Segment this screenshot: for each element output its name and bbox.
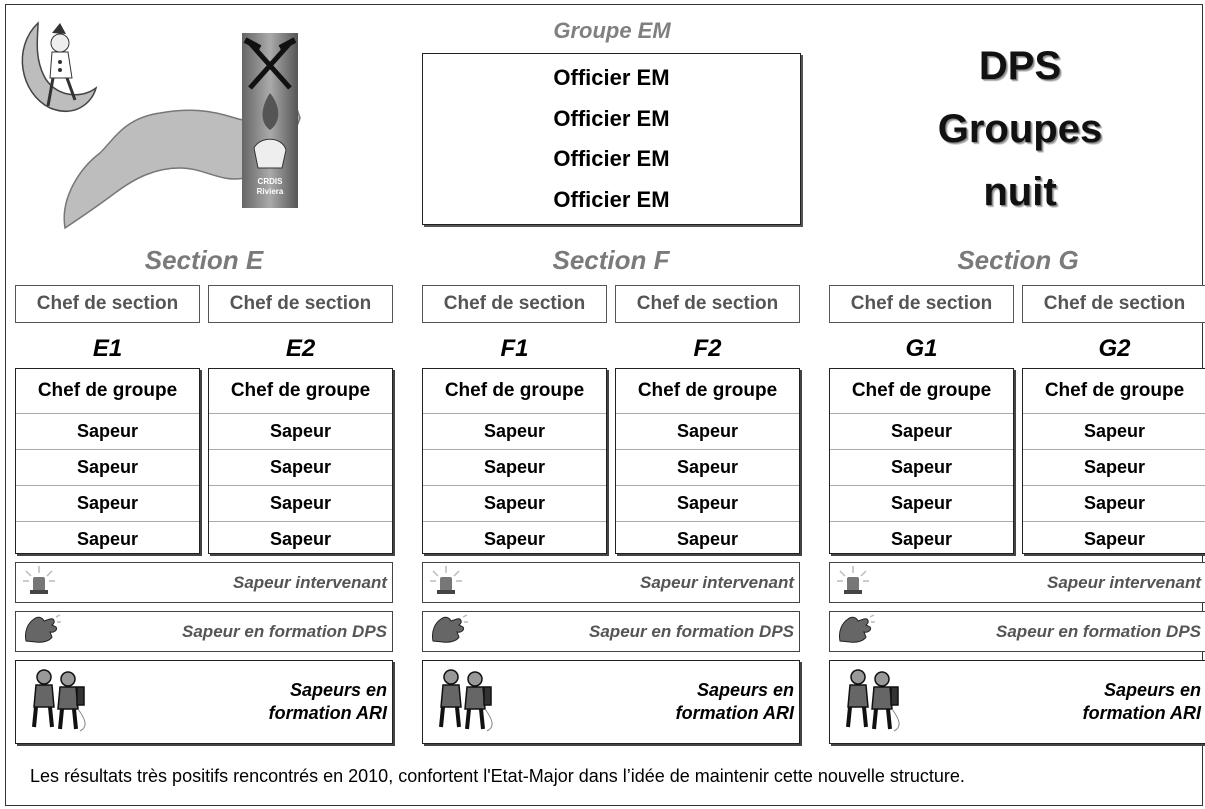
title-line-1: DPS — [978, 44, 1062, 88]
groupe-em-title: Groupe EM — [553, 18, 671, 43]
legend-text: Sapeur intervenant — [640, 572, 794, 592]
sapeur-row: Sapeur — [676, 529, 739, 549]
sapeur-row: Sapeur — [830, 414, 1013, 450]
legend-glove: Sapeur en formation DPS — [422, 611, 800, 652]
sapeur-row: Sapeur — [16, 414, 199, 450]
chef-de-groupe: Chef de groupe — [16, 369, 199, 414]
chef-de-section: Chef de section — [208, 285, 393, 323]
officier-em: Officier EM — [553, 186, 670, 212]
chef-de-section: Chef de section — [829, 285, 1014, 323]
groupe-em-box: Officier EM Officier EM Officier EM Offi… — [422, 53, 801, 225]
sapeur-row: Sapeur — [1083, 529, 1146, 549]
group-label: E1 — [92, 335, 123, 362]
chef-de-groupe: Chef de groupe — [209, 369, 392, 414]
sapeur-row: Sapeur — [830, 486, 1013, 522]
legend-siren-light: Sapeur intervenant — [15, 562, 393, 603]
fire-emblem-icon: CRDIS Riviera — [242, 33, 298, 208]
sapeur-row: Sapeur — [423, 414, 606, 450]
sapeur-row: Sapeur — [16, 486, 199, 522]
sapeur-row: Sapeur — [616, 414, 799, 450]
sapeur-row: Sapeur — [1023, 414, 1205, 450]
officier-em: Officier EM — [553, 105, 670, 131]
logo-illustration: CRDIS Riviera — [21, 21, 301, 230]
section-title: Section G — [957, 245, 1079, 275]
legend-siren-light: Sapeur intervenant — [422, 562, 800, 603]
sapeur-row: Sapeur — [76, 529, 139, 549]
sapeur-row: Sapeur — [209, 450, 392, 486]
glove-icon — [429, 613, 469, 650]
sapeur-row: Sapeur — [1023, 450, 1205, 486]
legend-text: Sapeur intervenant — [233, 572, 387, 592]
section-title: Section F — [552, 245, 670, 275]
siren-light-icon — [836, 565, 870, 600]
sapeur-row: Sapeur — [830, 450, 1013, 486]
glove-icon — [22, 613, 62, 650]
legend-text: Sapeur en formation DPS — [996, 621, 1201, 641]
sapeur-row: Sapeur — [890, 529, 953, 549]
legend-text: Sapeur intervenant — [1047, 572, 1201, 592]
crescent-moon-icon — [21, 21, 98, 112]
chef-de-groupe: Chef de groupe — [423, 369, 606, 414]
logo-area: CRDIS Riviera — [20, 18, 320, 243]
main-title: DPS Groupes nuit — [870, 35, 1170, 224]
legend-siren-light: Sapeur intervenant — [829, 562, 1205, 603]
chef-de-section: Chef de section — [615, 285, 800, 323]
sapeur-row: Sapeur — [269, 529, 332, 549]
chef-de-groupe: Chef de groupe — [830, 369, 1013, 414]
footer-note: Les résultats très positifs rencontrés e… — [30, 766, 965, 786]
group-label: E2 — [285, 335, 316, 362]
firefighters-ari-icon — [836, 665, 906, 740]
chef-de-section: Chef de section — [15, 285, 200, 323]
legend-text: Sapeur en formation DPS — [182, 621, 387, 641]
sapeur-row: Sapeur — [209, 486, 392, 522]
sapeur-row: Sapeur — [16, 450, 199, 486]
chef-de-groupe: Chef de groupe — [616, 369, 799, 414]
sapeur-row: Sapeur — [483, 529, 546, 549]
chef-de-groupe: Chef de groupe — [1023, 369, 1205, 414]
section-title: Section E — [144, 245, 264, 275]
group-label: G1 — [905, 335, 938, 362]
firefighters-ari-icon — [429, 665, 499, 740]
group-label: F1 — [500, 335, 529, 362]
sapeur-row: Sapeur — [1023, 486, 1205, 522]
chef-de-section: Chef de section — [422, 285, 607, 323]
title-line-2: Groupes — [937, 107, 1103, 151]
legend-text: Sapeur en formation DPS — [589, 621, 794, 641]
sapeur-row: Sapeur — [423, 450, 606, 486]
sapeur-row: Sapeur — [616, 486, 799, 522]
title-line-3: nuit — [983, 170, 1057, 214]
siren-light-icon — [22, 565, 56, 600]
chef-de-section: Chef de section — [1022, 285, 1205, 323]
legend-glove: Sapeur en formation DPS — [15, 611, 393, 652]
sapeur-row: Sapeur — [423, 486, 606, 522]
group-label: F2 — [693, 335, 722, 362]
officier-em: Officier EM — [553, 65, 670, 91]
sapeur-row: Sapeur — [209, 414, 392, 450]
group-label: G2 — [1098, 335, 1131, 362]
sapeur-row: Sapeur — [616, 450, 799, 486]
firefighters-ari-icon — [22, 665, 92, 740]
officier-em: Officier EM — [553, 146, 670, 172]
svg-text:CRDIS: CRDIS — [258, 177, 284, 186]
siren-light-icon — [429, 565, 463, 600]
legend-glove: Sapeur en formation DPS — [829, 611, 1205, 652]
svg-text:Riviera: Riviera — [257, 187, 284, 196]
glove-icon — [836, 613, 876, 650]
